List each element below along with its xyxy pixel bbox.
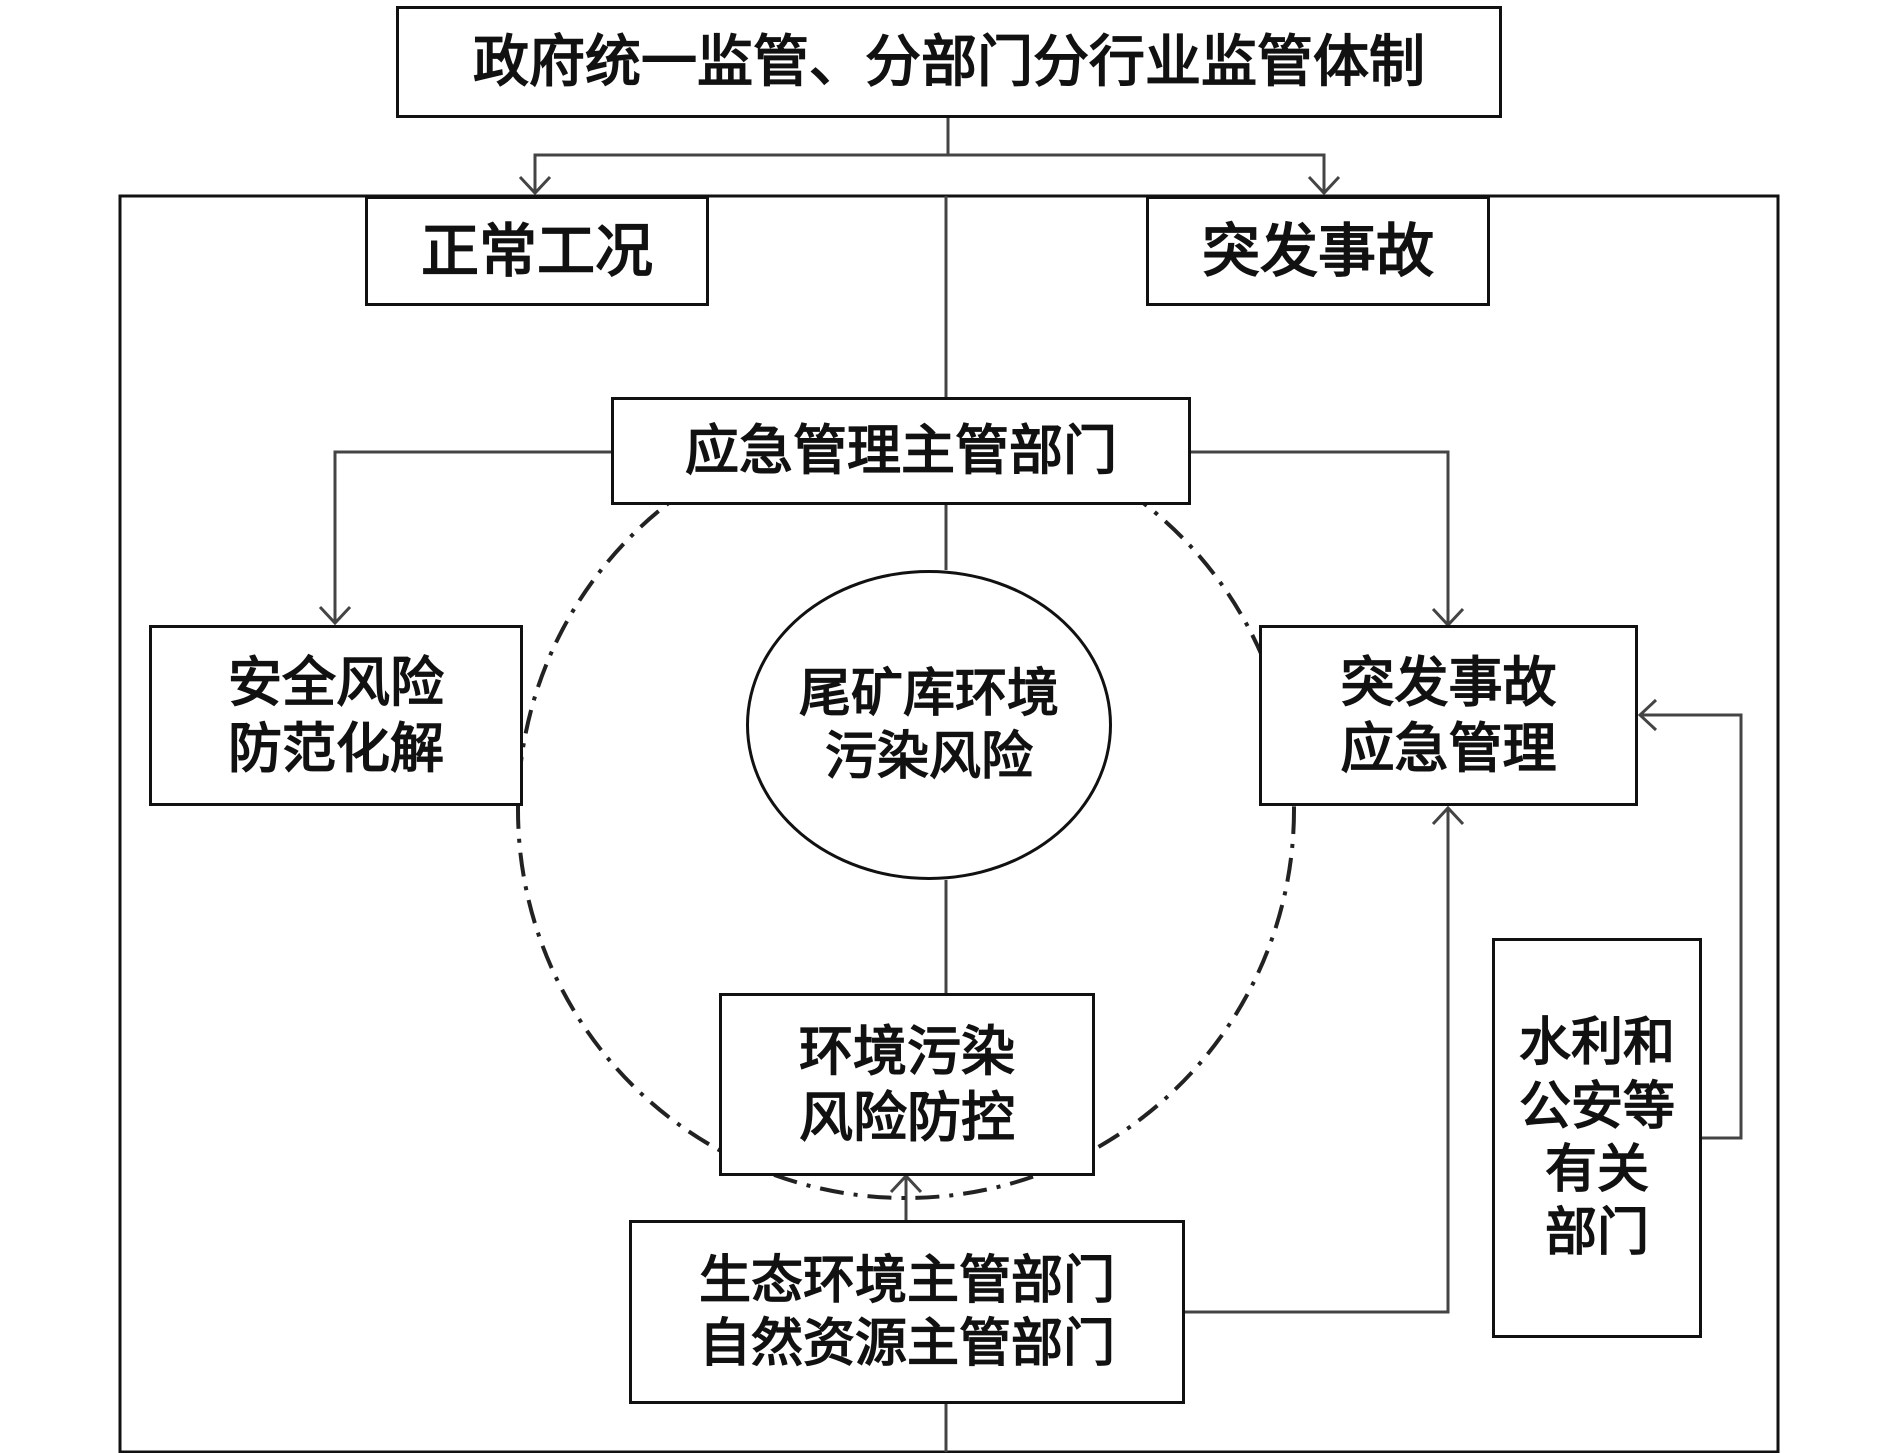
- arrowhead: [1307, 175, 1341, 196]
- arrowhead: [518, 175, 552, 196]
- sudden-accident-label: 突发事故: [1201, 216, 1434, 285]
- eco-to-accident-line: [1185, 808, 1450, 1314]
- top-branch-line-right: [948, 153, 1326, 193]
- top-system-label: 政府统一监管、分部门分行业监管体制: [473, 28, 1425, 95]
- sudden-accident-box: 突发事故: [1146, 196, 1490, 306]
- emergency-dept-box: 应急管理主管部门: [611, 397, 1191, 505]
- arrowhead: [1637, 698, 1658, 732]
- water-police-dept-box: 水利和 公安等 有关 部门: [1492, 938, 1702, 1338]
- arrowhead: [318, 605, 352, 626]
- eco-resources-dept-box: 生态环境主管部门 自然资源主管部门: [629, 1220, 1185, 1404]
- normal-condition-box: 正常工况: [365, 196, 709, 306]
- water-police-dept-label: 水利和 公安等 有关 部门: [1518, 1012, 1675, 1264]
- eco-resources-dept-label: 生态环境主管部门 自然资源主管部门: [698, 1249, 1115, 1374]
- accident-mgmt-label: 突发事故 应急管理: [1340, 649, 1557, 780]
- center-risk-circle: 尾矿库环境 污染风险: [746, 570, 1112, 880]
- normal-condition-label: 正常工况: [420, 216, 653, 285]
- arrowhead: [889, 1173, 923, 1194]
- water-to-accident-line: [1640, 713, 1743, 1140]
- safety-risk-label: 安全风险 防范化解: [228, 649, 444, 780]
- top-system-box: 政府统一监管、分部门分行业监管体制: [396, 6, 1502, 118]
- emergency-dept-label: 应急管理主管部门: [685, 418, 1117, 483]
- emergency-to-safety-line: [333, 450, 611, 623]
- outer-frame: [118, 194, 1780, 1453]
- top-branch-line: [533, 118, 950, 193]
- arrowhead: [1431, 805, 1465, 826]
- accident-mgmt-box: 突发事故 应急管理: [1259, 625, 1638, 806]
- emergency-to-accident-line: [1191, 450, 1450, 625]
- center-risk-label: 尾矿库环境 污染风险: [798, 662, 1059, 787]
- safety-risk-box: 安全风险 防范化解: [149, 625, 523, 806]
- env-risk-control-box: 环境污染 风险防控: [719, 993, 1095, 1176]
- env-risk-control-label: 环境污染 风险防控: [799, 1018, 1015, 1149]
